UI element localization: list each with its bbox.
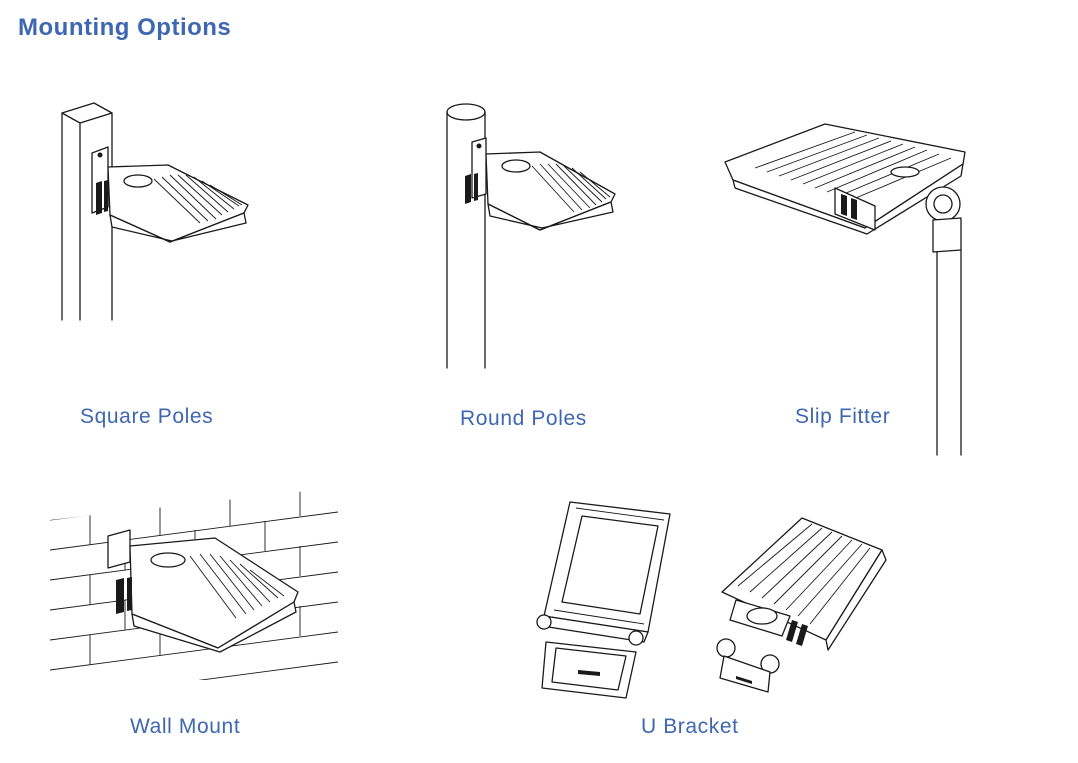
round-pole-mount-illustration — [446, 103, 616, 369]
wall-mount-illustration — [50, 490, 338, 680]
caption-square-poles: Square Poles — [80, 405, 214, 428]
caption-wall-mount: Wall Mount — [130, 715, 241, 738]
caption-round-poles: Round Poles — [460, 407, 587, 430]
u-bracket-mount-illustration — [536, 501, 887, 699]
caption-slip-fitter: Slip Fitter — [795, 405, 891, 428]
page-title: Mounting Options — [18, 14, 232, 41]
caption-u-bracket: U Bracket — [641, 715, 739, 738]
square-pole-mount-illustration — [61, 102, 249, 321]
slip-fitter-mount-illustration — [724, 123, 966, 456]
